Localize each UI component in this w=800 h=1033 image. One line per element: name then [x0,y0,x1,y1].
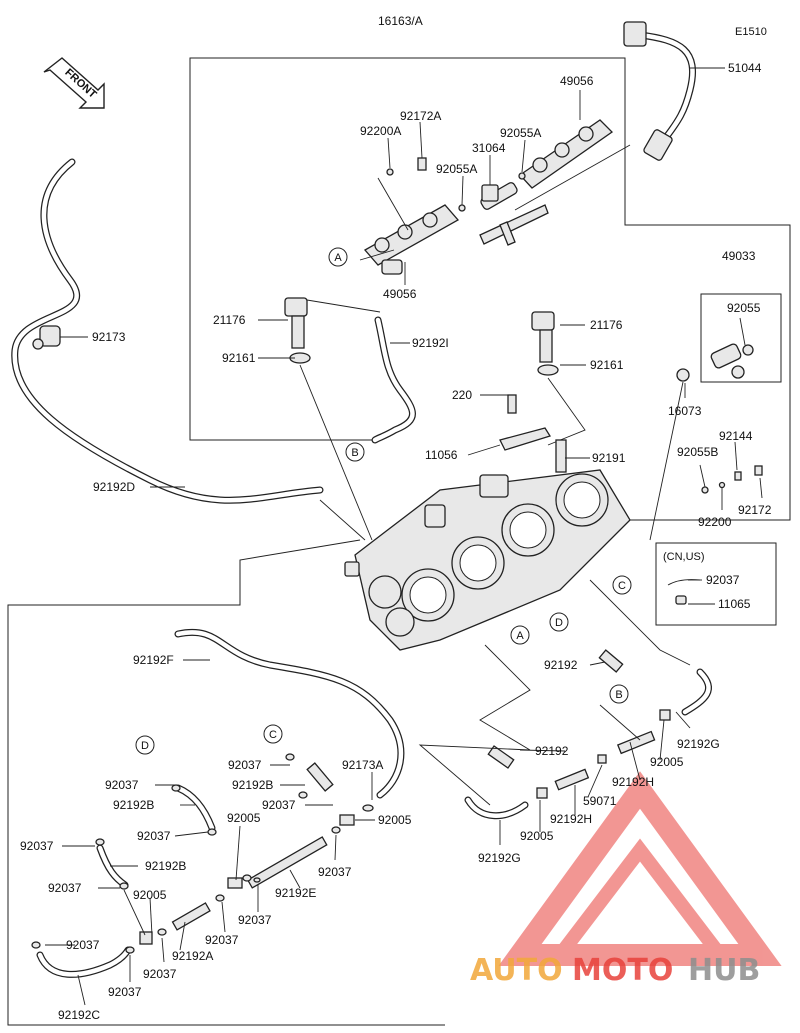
watermark-hub: HUB [688,953,760,988]
throttle-body [344,469,631,651]
callout-a-upper: A [334,252,342,264]
label-92192B-a: 92192B [113,798,154,812]
label-92037-d: 92037 [105,778,139,792]
label-92192G-a: 92192G [677,737,720,751]
hose-92192I [371,316,416,444]
hose-92192D [11,158,366,541]
label-92037-c2: 92037 [228,758,262,772]
label-92055B: 92055B [677,445,718,459]
label-31064: 31064 [472,141,506,155]
label-92037-l4: 92037 [205,933,239,947]
label-92200: 92200 [698,515,732,529]
label-92055: 92055 [727,301,761,315]
label-92161-right: 92161 [590,358,624,372]
injector-left [284,297,381,541]
label-92005-mid: 92005 [520,829,554,843]
label-92005-left: 92005 [133,888,167,902]
label-92037-l2: 92037 [238,913,272,927]
label-11056: 11056 [425,448,458,462]
watermark-moto: MOTO [572,953,673,988]
callout-b-lower: B [615,689,622,701]
label-92172A: 92172A [400,109,441,123]
label-92055A-a: 92055A [500,126,541,140]
hose-92191 [555,439,567,473]
label-92192G-b: 92192G [478,851,521,865]
label-92037-l7: 92037 [108,985,142,999]
label-92192I: 92192I [412,336,449,350]
label-92037-l3: 92037 [48,881,82,895]
label-11065: 11065 [718,597,751,611]
callout-c-upper: C [618,580,626,592]
group-frame-lines [7,57,791,1026]
callout-c-lower: C [269,729,277,741]
label-92200A: 92200A [360,124,401,138]
label-92192-b: 92192 [535,744,569,758]
label-92192B-c: 92192B [232,778,273,792]
label-16073: 16073 [668,404,702,418]
label-220: 220 [452,388,472,402]
leader-lines [45,90,763,1006]
label-92144: 92144 [719,429,753,443]
fuel-rail-lower [359,157,526,275]
label-92037-l1: 92037 [20,839,54,853]
label-59071: 59071 [583,794,617,808]
label-49056-upper: 49056 [560,74,594,88]
label-92173A: 92173A [342,758,383,772]
label-92005-right: 92005 [650,755,684,769]
label-92173: 92173 [92,330,126,344]
callout-d-lower: D [141,740,149,752]
small-parts-right [701,465,763,494]
label-92192D: 92192D [93,480,135,494]
label-92037-l5: 92037 [66,938,100,952]
fuel-hose-51044 [623,21,725,161]
labels: E1510 16163/A 51044 49056 92172A 92200A … [20,14,772,1022]
callout-a-lower: A [516,630,524,642]
diagram-code: E1510 [735,26,767,38]
label-92005-c2: 92005 [227,811,261,825]
label-21176-right: 21176 [590,318,623,332]
label-92037-m2: 92037 [318,865,352,879]
label-21176-left: 21176 [213,313,246,327]
label-92192E: 92192E [275,886,316,900]
label-92192-a: 92192 [544,658,578,672]
callout-circles: A B C D A B C D [135,247,632,755]
label-92192H-a: 92192H [612,775,654,789]
label-92192F: 92192F [133,653,174,667]
label-92055A-b: 92055A [436,162,477,176]
watermark-auto: AUTO [470,953,563,988]
watermark-logo [498,771,782,966]
label-16163A: 16163/A [378,14,423,28]
label-92172: 92172 [738,503,772,517]
injector-right [531,311,586,446]
label-92161-left: 92161 [222,351,256,365]
label-92037-l6: 92037 [143,967,177,981]
note-box-parts [667,579,701,605]
watermark-text: AUTO MOTO HUB [470,953,760,988]
label-92191: 92191 [592,451,626,465]
label-92005-c: 92005 [378,813,412,827]
label-92037-note: 92037 [706,573,740,587]
label-49033: 49033 [722,249,756,263]
variant-note: (CN,US) [663,551,705,563]
hoses-right [418,579,712,820]
label-51044: 51044 [728,61,762,75]
callout-d-upper: D [555,617,563,629]
label-92037-m1: 92037 [137,829,171,843]
part-92173 [32,325,88,350]
fuel-rail-upper [479,119,631,246]
hose-92192F [174,628,405,799]
label-92037-c1: 92037 [262,798,296,812]
part-49033 [649,343,754,541]
callout-b-upper: B [351,447,358,459]
bracket-11056 [480,394,551,451]
label-49056-lower: 49056 [383,287,417,301]
label-92192A: 92192A [172,949,213,963]
front-arrow: FRONT [43,57,105,109]
label-92192C: 92192C [58,1008,100,1022]
label-92192B-b: 92192B [145,859,186,873]
label-92192H-b: 92192H [550,812,592,826]
